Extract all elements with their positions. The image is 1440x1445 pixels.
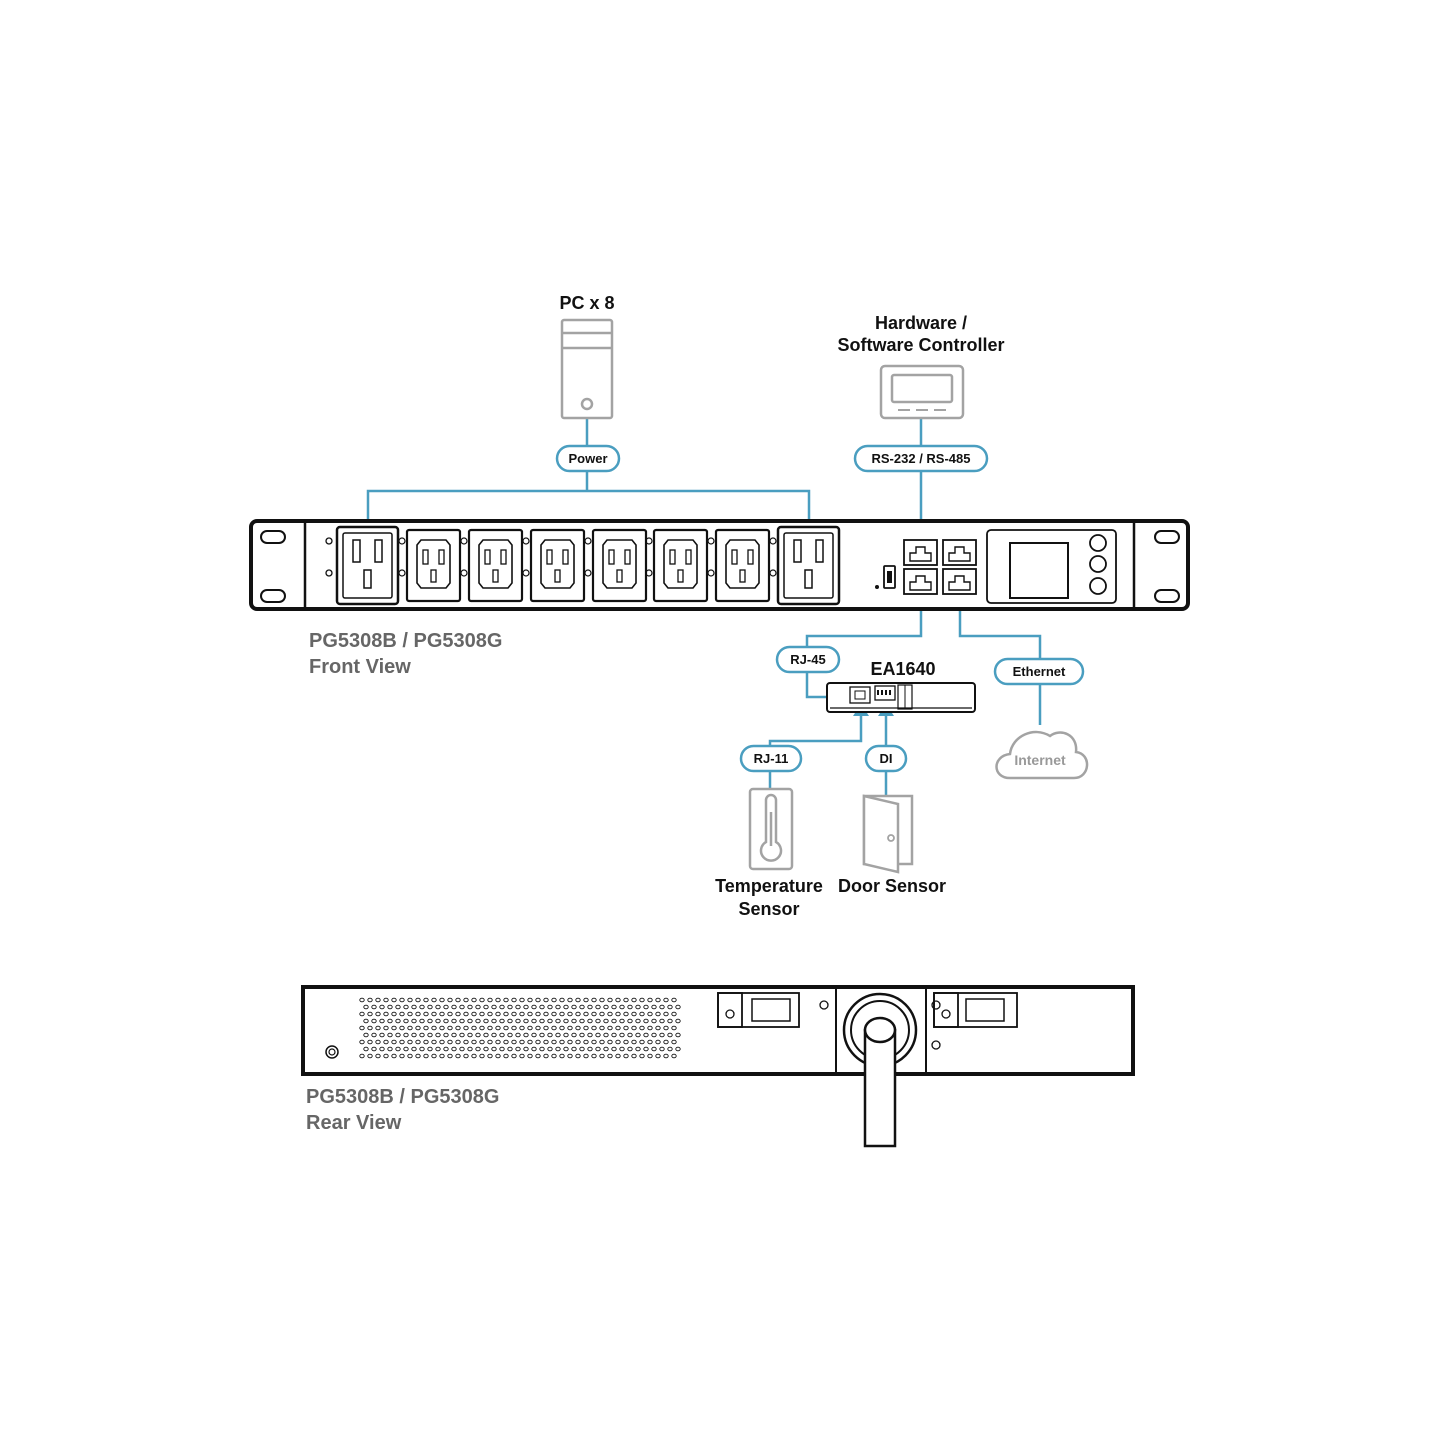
c13-outlets <box>398 528 777 603</box>
temp-label-line1: Temperature <box>715 876 823 896</box>
power-pill-label: Power <box>568 451 607 466</box>
door-label: Door Sensor <box>838 876 946 896</box>
c13-outlet-3 <box>522 528 586 603</box>
rj11-pill-label: RJ-11 <box>754 751 789 766</box>
ethernet-pill-label: Ethernet <box>1013 664 1066 679</box>
front-model-label: PG5308B / PG5308G <box>309 630 502 652</box>
pc-tower-icon <box>560 318 614 420</box>
rj45-wire <box>805 604 923 699</box>
internet-label: Internet <box>1014 752 1066 768</box>
ea1640-label: EA1640 <box>870 659 935 679</box>
lcd-panel <box>986 529 1117 604</box>
breaker-2 <box>933 992 1018 1028</box>
c19-outlet-2 <box>776 525 841 606</box>
rj45-pill-label: RJ-45 <box>790 652 825 667</box>
rj11-pill: RJ-11 <box>739 744 803 773</box>
c13-outlet-4 <box>584 528 648 603</box>
pc-label: PC x 8 <box>559 293 614 313</box>
power-pill: Power <box>555 444 621 473</box>
controller-label-line2: Software Controller <box>837 335 1004 355</box>
c13-outlet-6 <box>707 528 771 603</box>
ea1640-device <box>826 682 976 713</box>
di-pill-label: DI <box>880 751 893 766</box>
c13-outlet-5 <box>645 528 709 603</box>
rs-pill-label: RS-232 / RS-485 <box>872 451 971 466</box>
door-icon <box>862 794 914 874</box>
di-pill: DI <box>864 744 908 773</box>
rj45-pill: RJ-45 <box>775 645 841 674</box>
controller-label-line1: Hardware / <box>875 313 967 333</box>
ethernet-pill: Ethernet <box>993 657 1085 686</box>
rear-view-label: Rear View <box>306 1112 402 1134</box>
breaker-1 <box>717 992 800 1028</box>
rs-pill: RS-232 / RS-485 <box>853 444 989 473</box>
c13-outlet-2 <box>460 528 524 603</box>
vent-grille <box>359 997 681 1059</box>
rear-model-label: PG5308B / PG5308G <box>306 1086 499 1108</box>
cloud-icon: Internet <box>995 730 1089 780</box>
front-view-label: Front View <box>309 656 411 678</box>
thermometer-icon <box>748 787 794 871</box>
c13-outlet-1 <box>398 528 462 603</box>
c19-outlet-1 <box>335 525 400 606</box>
rj45-port-icon <box>903 539 977 595</box>
usb-port-icon <box>875 565 896 589</box>
temp-label-line2: Sensor <box>738 899 799 919</box>
power-wire-bus <box>366 489 811 522</box>
controller-icon <box>879 364 965 420</box>
pdu-rear-view <box>301 985 1135 1148</box>
pdu-front-view <box>249 519 1190 611</box>
